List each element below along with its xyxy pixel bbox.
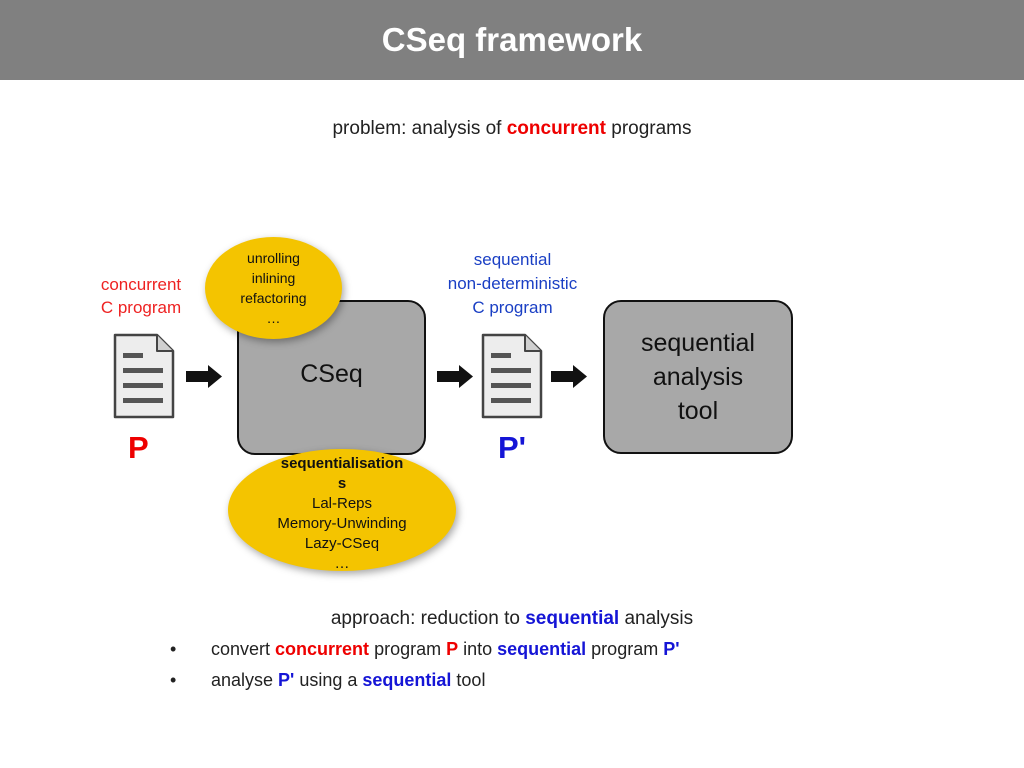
sequentialisation-item: Memory-Unwinding	[277, 515, 407, 532]
transform-item: unrolling	[247, 250, 300, 266]
problem-prefix: problem: analysis of	[332, 118, 507, 139]
bullet-highlight-sequential: sequential	[497, 639, 587, 659]
arrow-to-tool-icon	[551, 365, 587, 388]
bullet-text: analyse	[211, 670, 279, 690]
input-program-name: P	[128, 430, 149, 465]
transform-item: …	[266, 310, 281, 326]
output-label-line2: non-deterministic	[447, 274, 578, 293]
problem-statement: problem: analysis of concurrent programs	[0, 118, 1024, 140]
input-program-document-icon	[113, 333, 175, 419]
transform-item: inlining	[251, 270, 296, 286]
input-program-label: concurrent C program	[86, 273, 196, 319]
bullet-text: convert	[211, 639, 276, 659]
bullet-highlight-p-prime: P'	[663, 639, 680, 659]
bullet-highlight-concurrent: concurrent	[275, 639, 370, 659]
approach-suffix: analysis	[619, 608, 694, 629]
bullet-text: program	[369, 639, 447, 659]
bullet-text: tool	[451, 670, 486, 690]
tool-line1: sequential	[641, 329, 755, 357]
bullet-text: using a	[294, 670, 363, 690]
output-program-name: P'	[498, 430, 527, 465]
cseq-box-label: CSeq	[300, 360, 363, 388]
sequentialisation-item: Lal-Reps	[311, 495, 373, 512]
approach-highlight: sequential	[525, 608, 620, 629]
title-bar: CSeq framework	[0, 0, 1024, 80]
bullet-marker: •	[170, 670, 177, 690]
sequentialisations-heading-line1: sequentialisation	[280, 455, 404, 472]
sequentialisation-item: …	[334, 555, 350, 572]
approach-statement: approach: reduction to sequential analys…	[0, 608, 1024, 630]
sequentialisations-bubble: sequentialisation s Lal-Reps Memory-Unwi…	[228, 449, 456, 572]
problem-highlight: concurrent	[506, 118, 606, 139]
bullet-convert: • convert concurrent program P into sequ…	[170, 639, 680, 660]
transform-item: refactoring	[240, 290, 307, 306]
approach-prefix: approach: reduction to	[330, 608, 526, 629]
tool-line3: tool	[677, 397, 719, 425]
output-label-line1: sequential	[473, 250, 552, 269]
bullet-analyse: • analyse P' using a sequential tool	[170, 670, 485, 691]
problem-suffix: programs	[605, 118, 692, 139]
output-label-line3: C program	[472, 298, 553, 317]
bullet-highlight-p-prime: P'	[278, 670, 295, 690]
bullet-text: into	[458, 639, 498, 659]
bullet-marker: •	[170, 639, 177, 659]
output-program-document-icon	[481, 333, 543, 419]
sequentialisation-item: Lazy-CSeq	[304, 535, 380, 552]
page-title: CSeq framework	[381, 21, 643, 58]
tool-line2: analysis	[652, 363, 744, 391]
sequentialisations-heading-line2: s	[337, 475, 347, 492]
analysis-tool-box: sequential analysis tool	[603, 300, 793, 454]
input-label-line2: C program	[100, 298, 182, 317]
input-label-line1: concurrent	[100, 275, 182, 294]
arrow-from-cseq-icon	[437, 365, 473, 388]
arrow-to-cseq-icon	[186, 365, 222, 388]
bullet-highlight-p: P	[446, 639, 459, 659]
transformations-bubble: unrolling inlining refactoring …	[205, 237, 342, 339]
bullet-highlight-sequential: sequential	[362, 670, 452, 690]
output-program-label: sequential non-deterministic C program	[425, 248, 600, 320]
bullet-text: program	[586, 639, 664, 659]
